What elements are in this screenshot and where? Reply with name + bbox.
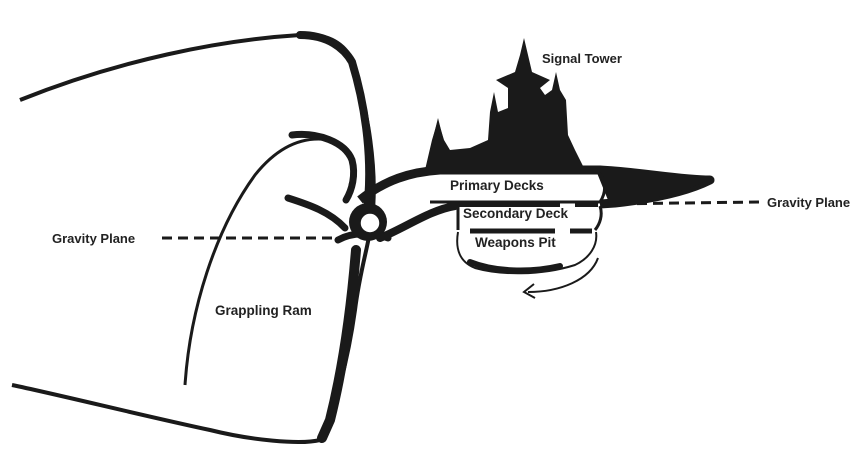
ram-outer-arm-thick (300, 35, 369, 218)
secondary-deck-label: Secondary Deck (463, 207, 568, 221)
ram-inner-arm (185, 139, 353, 385)
ram-hub-inner (360, 213, 380, 233)
weapons-pit-label: Weapons Pit (475, 236, 556, 250)
grappling-ram-label: Grappling Ram (215, 304, 312, 318)
hull-lower-spine (380, 206, 455, 238)
weapons-pit-keel (470, 262, 560, 271)
tower-left-spire (430, 118, 446, 150)
gravity-plane-left-label: Gravity Plane (52, 232, 135, 245)
rotation-arrow-curve (528, 258, 598, 292)
gravity-plane-right-line (605, 202, 760, 204)
primary-decks-label: Primary Decks (450, 179, 544, 193)
signal-tower-label: Signal Tower (542, 52, 622, 65)
gravity-plane-right-label: Gravity Plane (767, 196, 850, 209)
ram-inner-arm-thick (292, 134, 354, 200)
